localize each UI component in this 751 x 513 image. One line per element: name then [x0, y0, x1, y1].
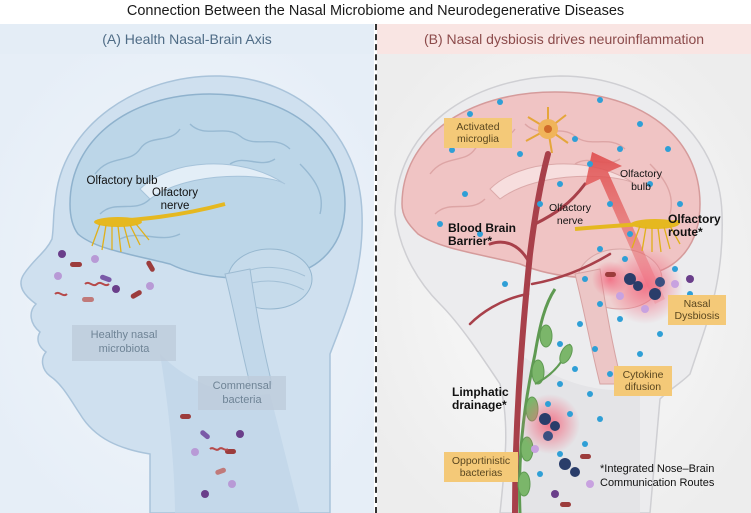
olfactory-bulb-label-a: Olfactory bulb	[86, 175, 158, 187]
corpus-callosum-a	[139, 163, 286, 200]
throat-bacteria-a	[180, 414, 244, 498]
cytokine-difusion-label: Cytokine difusion	[614, 366, 672, 396]
inflammation-throat	[520, 394, 580, 454]
inflammation-sinus	[592, 261, 628, 297]
inflammation-nasal	[607, 248, 683, 324]
footnote: *Integrated Nose–Brain Communication Rou…	[600, 463, 715, 489]
nasal-bacteria-a	[54, 250, 155, 302]
healthy-microbiota-label: Healthy nasal microbiota	[72, 325, 176, 361]
nasal-dysbiosis-label: Nasal Dysbiosis	[668, 295, 726, 325]
limphatic-drainage-label: Limphatic drainage*	[452, 385, 509, 412]
opportunistic-bacteria-throat	[531, 413, 594, 507]
figure-title: Connection Between the Nasal Microbiome …	[126, 3, 625, 19]
microglia-nucleus	[544, 125, 552, 133]
olfactory-filaments-b	[631, 225, 681, 253]
activated-microglia-cell	[525, 107, 569, 154]
olfactory-bulb-a-shape	[94, 217, 142, 227]
commensal-bacteria-label: Commensal bacteria	[198, 376, 286, 410]
neck-a	[160, 354, 300, 513]
cytokine-dots	[437, 97, 693, 477]
opportunistic-bacterias-label: Opportinistic bacterias	[444, 452, 518, 482]
panel-b-header: (B) Nasal dysbiosis drives neuroinflamma…	[377, 24, 751, 54]
panel-divider	[375, 24, 377, 513]
neck-b	[520, 354, 640, 513]
olfactory-filaments-a	[91, 223, 150, 253]
brain-a-folds	[94, 123, 322, 240]
olfactory-bulb-b-shape	[631, 219, 679, 229]
panel-a-header: (A) Health Nasal-Brain Axis	[0, 24, 374, 54]
olfactory-nerve-label-a: Olfactory nerve	[151, 187, 198, 212]
blood-brain-barrier-label: Blood Brain Barrier*	[448, 221, 516, 248]
olfactory-nerve-label-b: Olfactory nerve	[548, 202, 591, 227]
olfactory-bulb-label-b: Olfactory bulb	[619, 168, 662, 193]
activated-microglia-label: Activated microglia	[444, 118, 512, 148]
olfactory-route-label: Olfactory route*	[668, 212, 721, 239]
brain-a	[69, 93, 346, 280]
